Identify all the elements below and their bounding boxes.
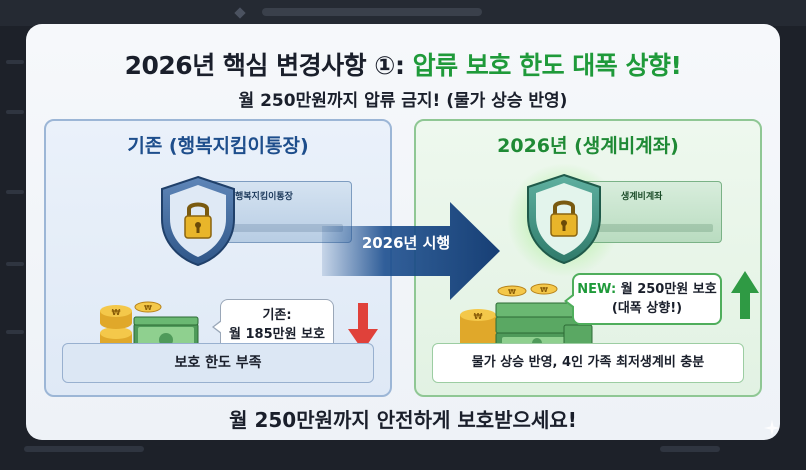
right-panel-note: 물가 상승 반영, 4인 가족 최저생계비 충분	[432, 343, 744, 383]
arrow-down-icon	[348, 303, 378, 351]
passbook-stripe	[585, 224, 713, 232]
svg-text:₩: ₩	[508, 288, 516, 296]
shield-lock-icon	[161, 175, 235, 267]
footer-caption-blur	[660, 446, 720, 452]
infographic-card: 2026년 핵심 변경사항 ①: 압류 보호 한도 대폭 상향! 월 250만원…	[26, 24, 780, 440]
tab-title-blur	[262, 8, 482, 16]
infographic-footer: 월 250만원까지 안전하게 보호받으세요!	[229, 408, 577, 432]
new-tag: NEW:	[577, 282, 617, 297]
infographic-title: 2026년 핵심 변경사항 ①: 압류 보호 한도 대폭 상향!	[26, 46, 780, 82]
arrow-up-icon	[731, 271, 759, 319]
svg-text:₩: ₩	[112, 308, 121, 317]
svg-text:₩: ₩	[144, 304, 152, 312]
left-panel-title: 기존 (행복지킴이통장)	[127, 135, 309, 157]
svg-text:₩: ₩	[540, 286, 548, 294]
infographic-subtitle: 월 250만원까지 압류 금지! (물가 상승 반영)	[238, 91, 568, 111]
left-bubble-line2: 월 185만원 보호	[229, 327, 325, 342]
sidebar-line	[6, 262, 24, 266]
right-bubble-line1-text: 월 250만원 보호	[616, 282, 717, 297]
title-prefix: 2026년 핵심 변경사항 ①:	[124, 51, 413, 80]
right-bubble-line1: NEW: 월 250만원 보호	[574, 280, 720, 299]
sidebar-line	[6, 110, 24, 114]
transition-label: 2026년 시행	[361, 234, 451, 252]
left-limit-bubble: 기존: 월 185만원 보호	[212, 299, 334, 351]
passbook-stripe	[215, 224, 343, 232]
right-bubble-line2: (대폭 상향!)	[611, 301, 683, 316]
passbook-left-label: 행복지킴이통장	[235, 192, 293, 202]
right-limit-bubble: NEW: 월 250만원 보호 (대폭 상향!)	[564, 273, 722, 325]
left-bubble-line1: 기존:	[262, 308, 292, 323]
title-highlight: 압류 보호 한도 대폭 상향!	[412, 51, 682, 80]
svg-text:₩: ₩	[474, 312, 483, 321]
passbook-right-label: 생계비계좌	[621, 192, 663, 202]
right-panel-after: 2026년 (생계비계좌) 생계비계좌 ₩	[414, 119, 762, 397]
left-panel-note: 보호 한도 부족	[62, 343, 374, 383]
sidebar-line	[6, 190, 24, 194]
sidebar-line	[6, 330, 24, 334]
sparkle-icon	[764, 420, 780, 436]
transition-arrow-icon	[322, 202, 500, 300]
shield-lock-icon	[527, 173, 601, 265]
sidebar-line	[6, 60, 24, 64]
footer-caption-blur	[24, 446, 144, 452]
right-panel-title: 2026년 (생계비계좌)	[497, 135, 679, 157]
